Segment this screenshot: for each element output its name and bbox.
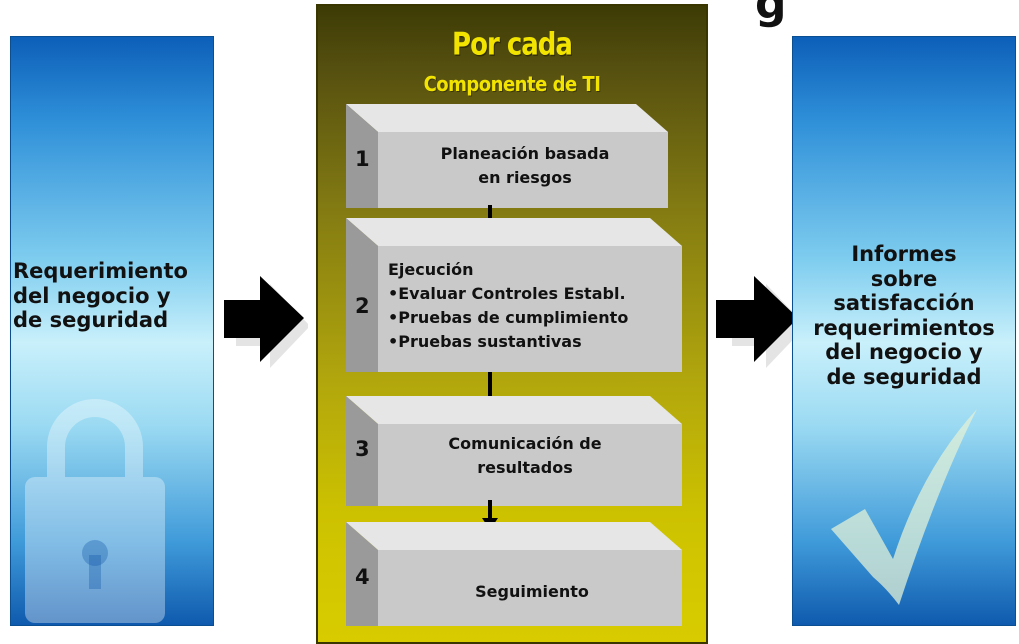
padlock-icon [25, 399, 165, 623]
step-1-number: 1 [355, 147, 370, 171]
step-2-bullet: •Evaluar Controles Establ. [388, 284, 626, 303]
step-2-bullet: •Pruebas de cumplimiento [388, 308, 629, 327]
arrow-right-icon [716, 276, 804, 368]
step-4-label: Seguimiento [475, 582, 589, 601]
checkmark-icon [831, 409, 977, 605]
step-1-box [346, 104, 668, 208]
requirements-panel: Requerimiento del negocio y de seguridad [10, 36, 214, 626]
requirements-text: Requerimiento del negocio y de seguridad [13, 259, 188, 333]
arrow-right-icon [224, 276, 308, 368]
step-3-box [346, 396, 682, 506]
step-2-content: Ejecución •Evaluar Controles Establ. •Pr… [388, 258, 628, 354]
reports-panel: Informes sobre satisfacción requerimient… [792, 36, 1016, 626]
process-title: Por cada [452, 27, 573, 63]
step-3-label: Comunicación de resultados [448, 434, 602, 477]
step-2-heading: Ejecución [388, 260, 474, 279]
step-3-number: 3 [355, 437, 370, 461]
step-1-label: Planeación basada en riesgos [440, 144, 610, 187]
step-2-box [346, 218, 682, 372]
process-subtitle: Componente de TI [423, 72, 601, 97]
step-2-number: 2 [355, 294, 370, 318]
step-4-number: 4 [355, 565, 370, 589]
reports-text: Informes sobre satisfacción requerimient… [813, 242, 995, 389]
step-2-bullet: •Pruebas sustantivas [388, 332, 582, 351]
step-4-box [346, 522, 682, 626]
heading-fragment: g [755, 0, 787, 29]
